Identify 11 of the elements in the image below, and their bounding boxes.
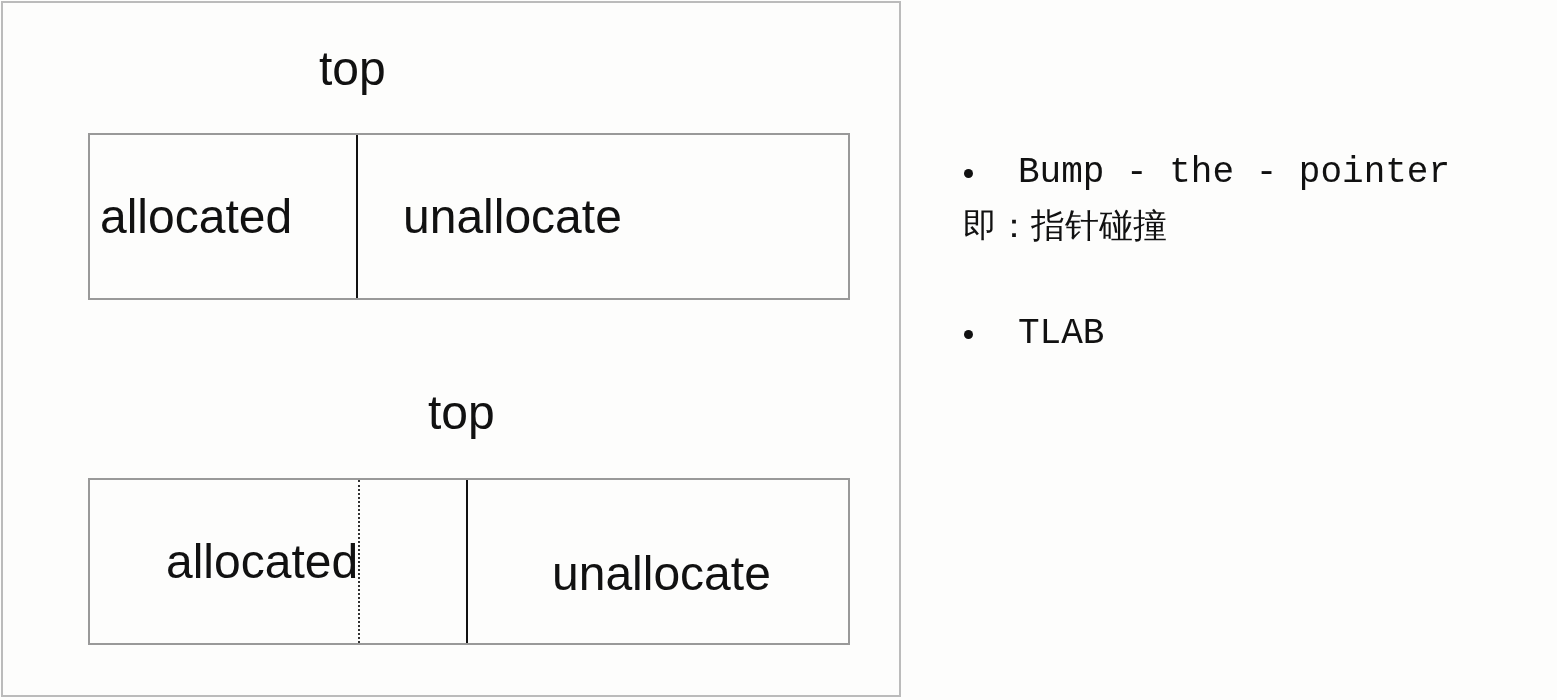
top-pointer-label: top bbox=[428, 385, 495, 440]
bullet-text: TLAB bbox=[1018, 313, 1105, 354]
region-label: unallocate bbox=[552, 546, 771, 601]
region-label: unallocate bbox=[403, 189, 622, 244]
region-label: allocated bbox=[166, 534, 359, 589]
explanation-text: 即：指针碰撞 bbox=[963, 204, 1167, 247]
memory-bar bbox=[88, 478, 850, 645]
memory-bar bbox=[88, 133, 850, 300]
region-label: allocated bbox=[100, 189, 293, 244]
bullet-text: Bump - the - pointer bbox=[1018, 152, 1451, 193]
top-pointer-label: top bbox=[319, 41, 386, 96]
